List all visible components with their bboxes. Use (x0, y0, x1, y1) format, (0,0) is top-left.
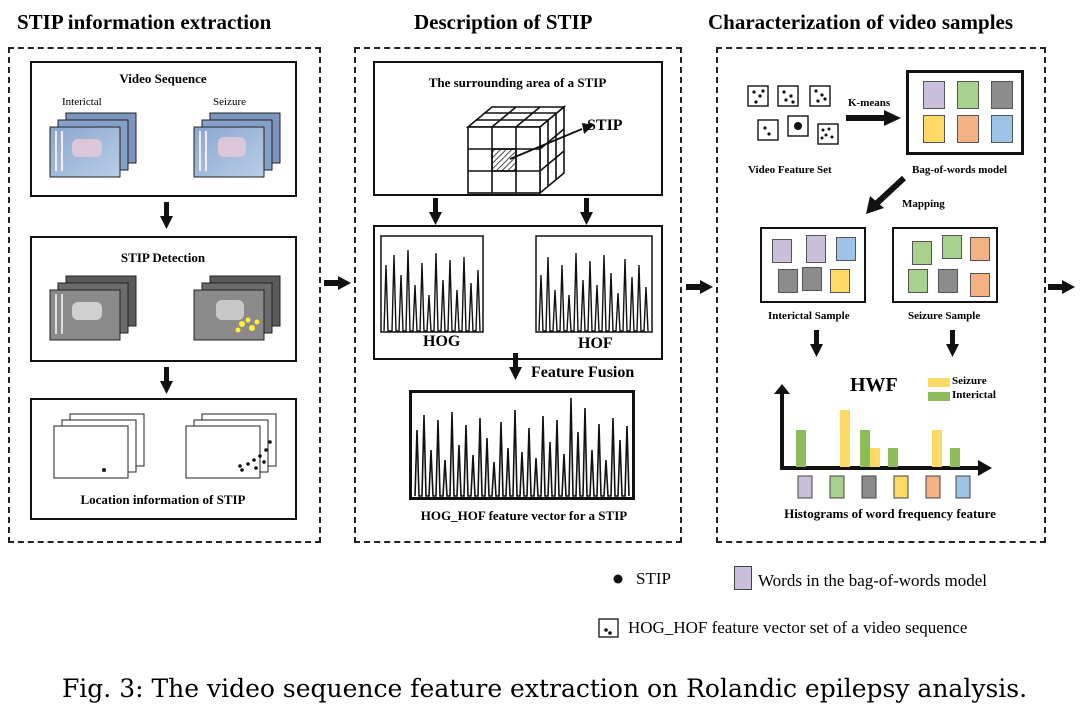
arrow-down-3 (429, 198, 442, 225)
hwf-bar-seizure-3 (870, 448, 880, 467)
interictal-sample-box (760, 227, 866, 303)
stip-detection-box: STIP Detection (30, 236, 297, 362)
arrow-down-2 (160, 367, 173, 394)
legend-seizure-swatch (928, 378, 950, 387)
arrow-down-6 (946, 330, 959, 357)
detection-frames-image (49, 275, 281, 341)
surrounding-area-box: The surrounding area of a STIP (373, 61, 663, 196)
interictal-word-2 (806, 235, 826, 263)
hog-hof-box: HOG HOF (373, 225, 663, 360)
arrow-down-5 (810, 330, 823, 357)
arrow-right-1 (324, 276, 351, 290)
legend-seizure-label: Seizure (952, 375, 987, 387)
hwf-histogram (774, 384, 992, 499)
seizure-word-6 (970, 273, 990, 297)
seizure-word-5 (938, 269, 958, 293)
word-orange (957, 115, 979, 143)
legend-feature-set-label: HOG_HOF feature vector set of a video se… (628, 618, 968, 637)
hwf-bar-seizure-2 (840, 410, 850, 467)
interictal-sample-label: Interictal Sample (768, 310, 850, 322)
hof-label: HOF (578, 335, 613, 352)
word-blue (991, 115, 1013, 143)
interictal-word-6 (830, 269, 850, 293)
stip-pointer-label: STIP (587, 117, 623, 134)
legend-interictal-label: Interictal (952, 389, 996, 401)
video-sequence-box: Video Sequence Interictal Seizure (30, 61, 297, 197)
interictal-word-5 (802, 267, 822, 291)
legend-feature-set-icon (598, 618, 619, 638)
word-gray (991, 81, 1013, 109)
arrow-down-fusion (509, 353, 522, 380)
stip-detection-label: STIP Detection (120, 250, 206, 265)
hwf-bar-interictal-1 (796, 430, 806, 467)
feature-fusion-label: Feature Fusion (531, 364, 635, 381)
fused-vector-histogram (409, 390, 635, 500)
figure-caption: Fig. 3: The video sequence feature extra… (61, 674, 1028, 703)
legend-stip-dot-icon (613, 574, 623, 584)
histograms-label: Histograms of word frequency feature (784, 506, 996, 521)
hwf-bar-interictal-6 (950, 448, 960, 467)
extraction-title: STIP information extraction (17, 10, 272, 34)
interictal-label: Interictal (62, 96, 102, 108)
hog-histogram (380, 235, 484, 333)
hwf-bar-interictal-2 (860, 430, 870, 467)
location-frames-image (53, 413, 277, 479)
location-info-box: Location information of STIP (30, 398, 297, 520)
legend-interictal-swatch (928, 392, 950, 401)
video-frames-image (49, 112, 281, 178)
interictal-word-1 (772, 239, 792, 263)
bag-of-words-label: Bag-of-words model (912, 164, 1008, 176)
video-feature-set-label: Video Feature Set (748, 164, 832, 176)
hwf-bar-seizure-5 (932, 430, 942, 467)
location-info-label: Location information of STIP (80, 492, 246, 507)
legend-stip-label: STIP (636, 569, 671, 588)
word-yellow (923, 115, 945, 143)
arrow-right-2 (686, 280, 713, 294)
video-feature-set-icons (747, 85, 839, 145)
arrow-down-4 (580, 198, 593, 225)
kmeans-label: K-means (848, 97, 891, 109)
surrounding-area-label: The surrounding area of a STIP (428, 75, 607, 90)
kmeans-arrow (846, 110, 901, 126)
seizure-label: Seizure (213, 96, 246, 108)
video-sequence-label: Video Sequence (119, 71, 207, 86)
seizure-word-3 (970, 237, 990, 261)
hof-histogram (535, 235, 653, 333)
arrow-down-1 (160, 202, 173, 229)
seizure-sample-box (892, 227, 998, 303)
description-title: Description of STIP (414, 10, 593, 34)
characterization-title: Characterization of video samples (708, 10, 1014, 34)
mapping-label: Mapping (902, 198, 945, 210)
interictal-word-4 (778, 269, 798, 293)
seizure-word-2 (942, 235, 962, 259)
seizure-sample-label: Seizure Sample (908, 310, 981, 322)
hwf-title: HWF (850, 374, 898, 396)
stip-cube-diagram (465, 105, 594, 194)
characterization-panel (716, 47, 1046, 543)
mapping-arrow (866, 176, 907, 214)
word-purple (923, 81, 945, 109)
hwf-word-boxes (797, 475, 971, 499)
interictal-word-3 (836, 237, 856, 261)
extraction-panel (8, 47, 321, 543)
hog-label: HOG (423, 333, 461, 350)
bag-of-words-box (906, 70, 1024, 155)
word-green (957, 81, 979, 109)
seizure-word-4 (908, 269, 928, 293)
hwf-bars (796, 410, 960, 467)
legend-words-label: Words in the bag-of-words model (758, 571, 988, 590)
vector-label: HOG_HOF feature vector for a STIP (420, 508, 628, 523)
legend-word-swatch (734, 566, 752, 590)
seizure-word-1 (912, 241, 932, 265)
description-panel (354, 47, 682, 543)
hwf-bar-interictal-3 (888, 448, 898, 467)
arrow-right-3 (1048, 280, 1075, 294)
